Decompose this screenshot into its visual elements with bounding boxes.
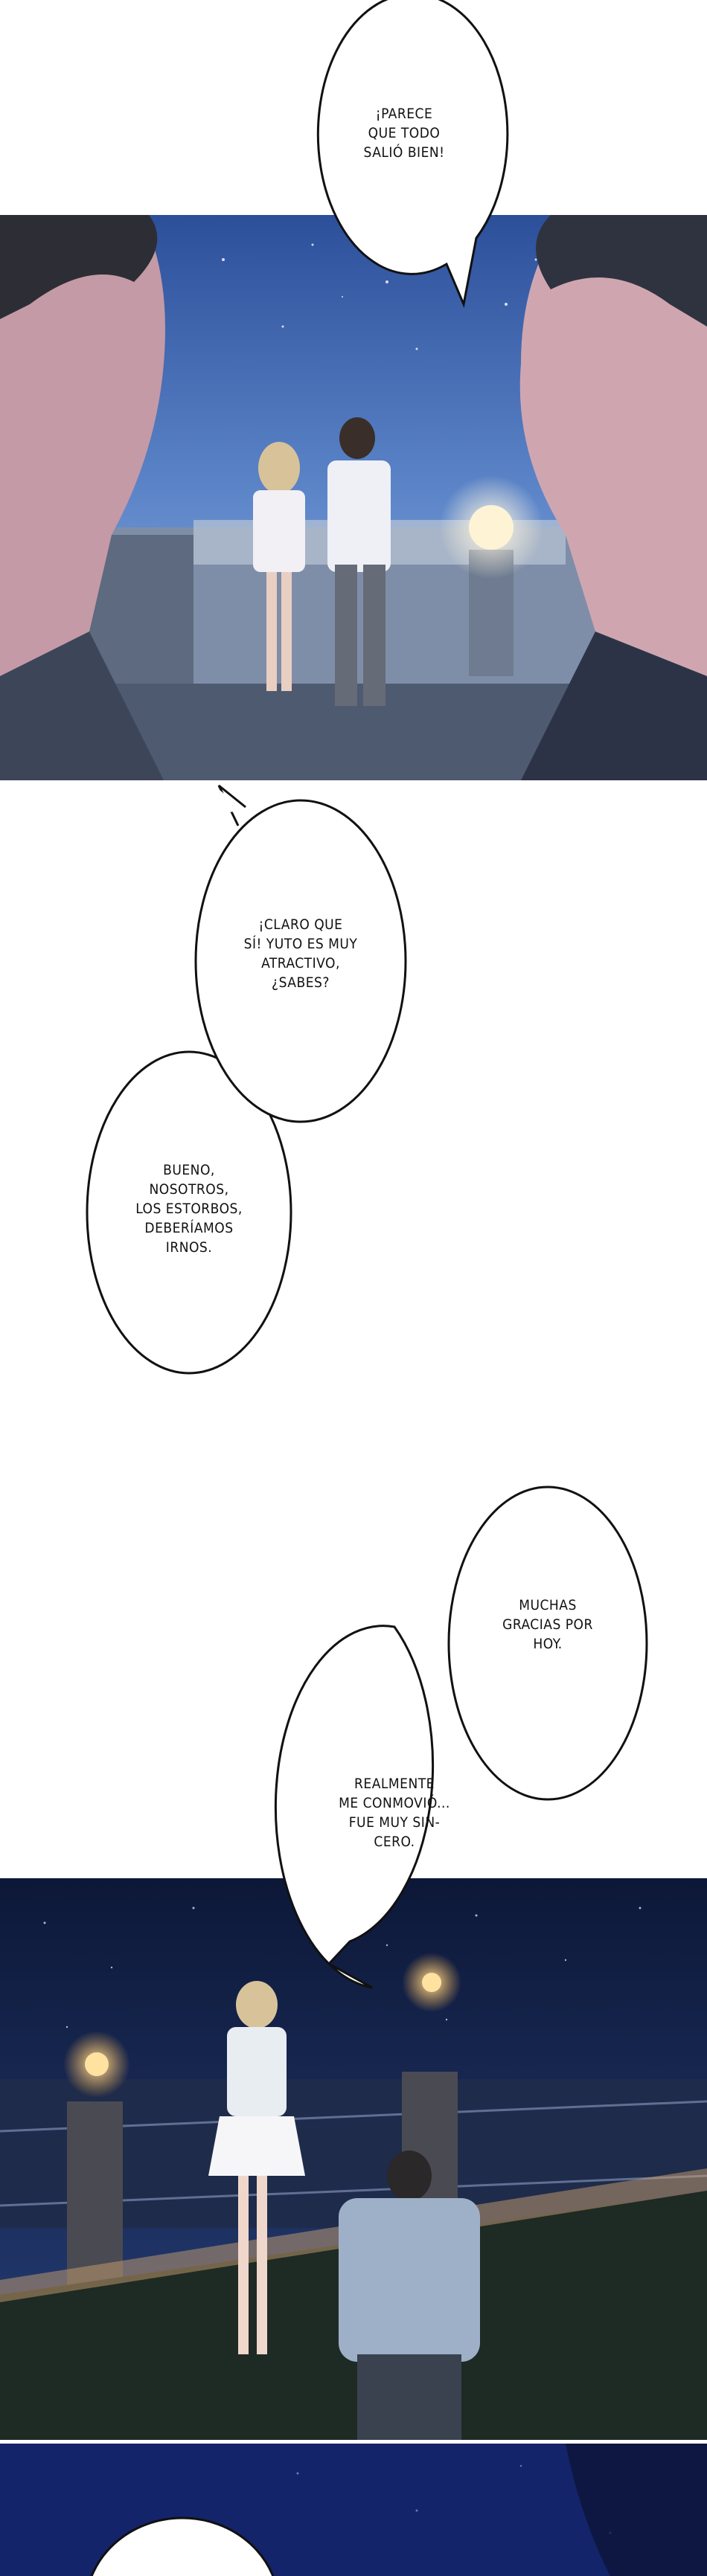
man-left-face xyxy=(0,215,165,780)
man-figure xyxy=(339,2151,480,2440)
woman-figure xyxy=(208,1981,305,2354)
panel-couple-walking-starry-sky xyxy=(0,215,707,780)
panel-night-balcony xyxy=(0,1878,707,2440)
panel-dark-starry-strip xyxy=(0,2444,707,2576)
man-right-face xyxy=(519,215,707,780)
couple-figures xyxy=(253,417,391,706)
speech-bubble-partial xyxy=(90,2516,275,2576)
